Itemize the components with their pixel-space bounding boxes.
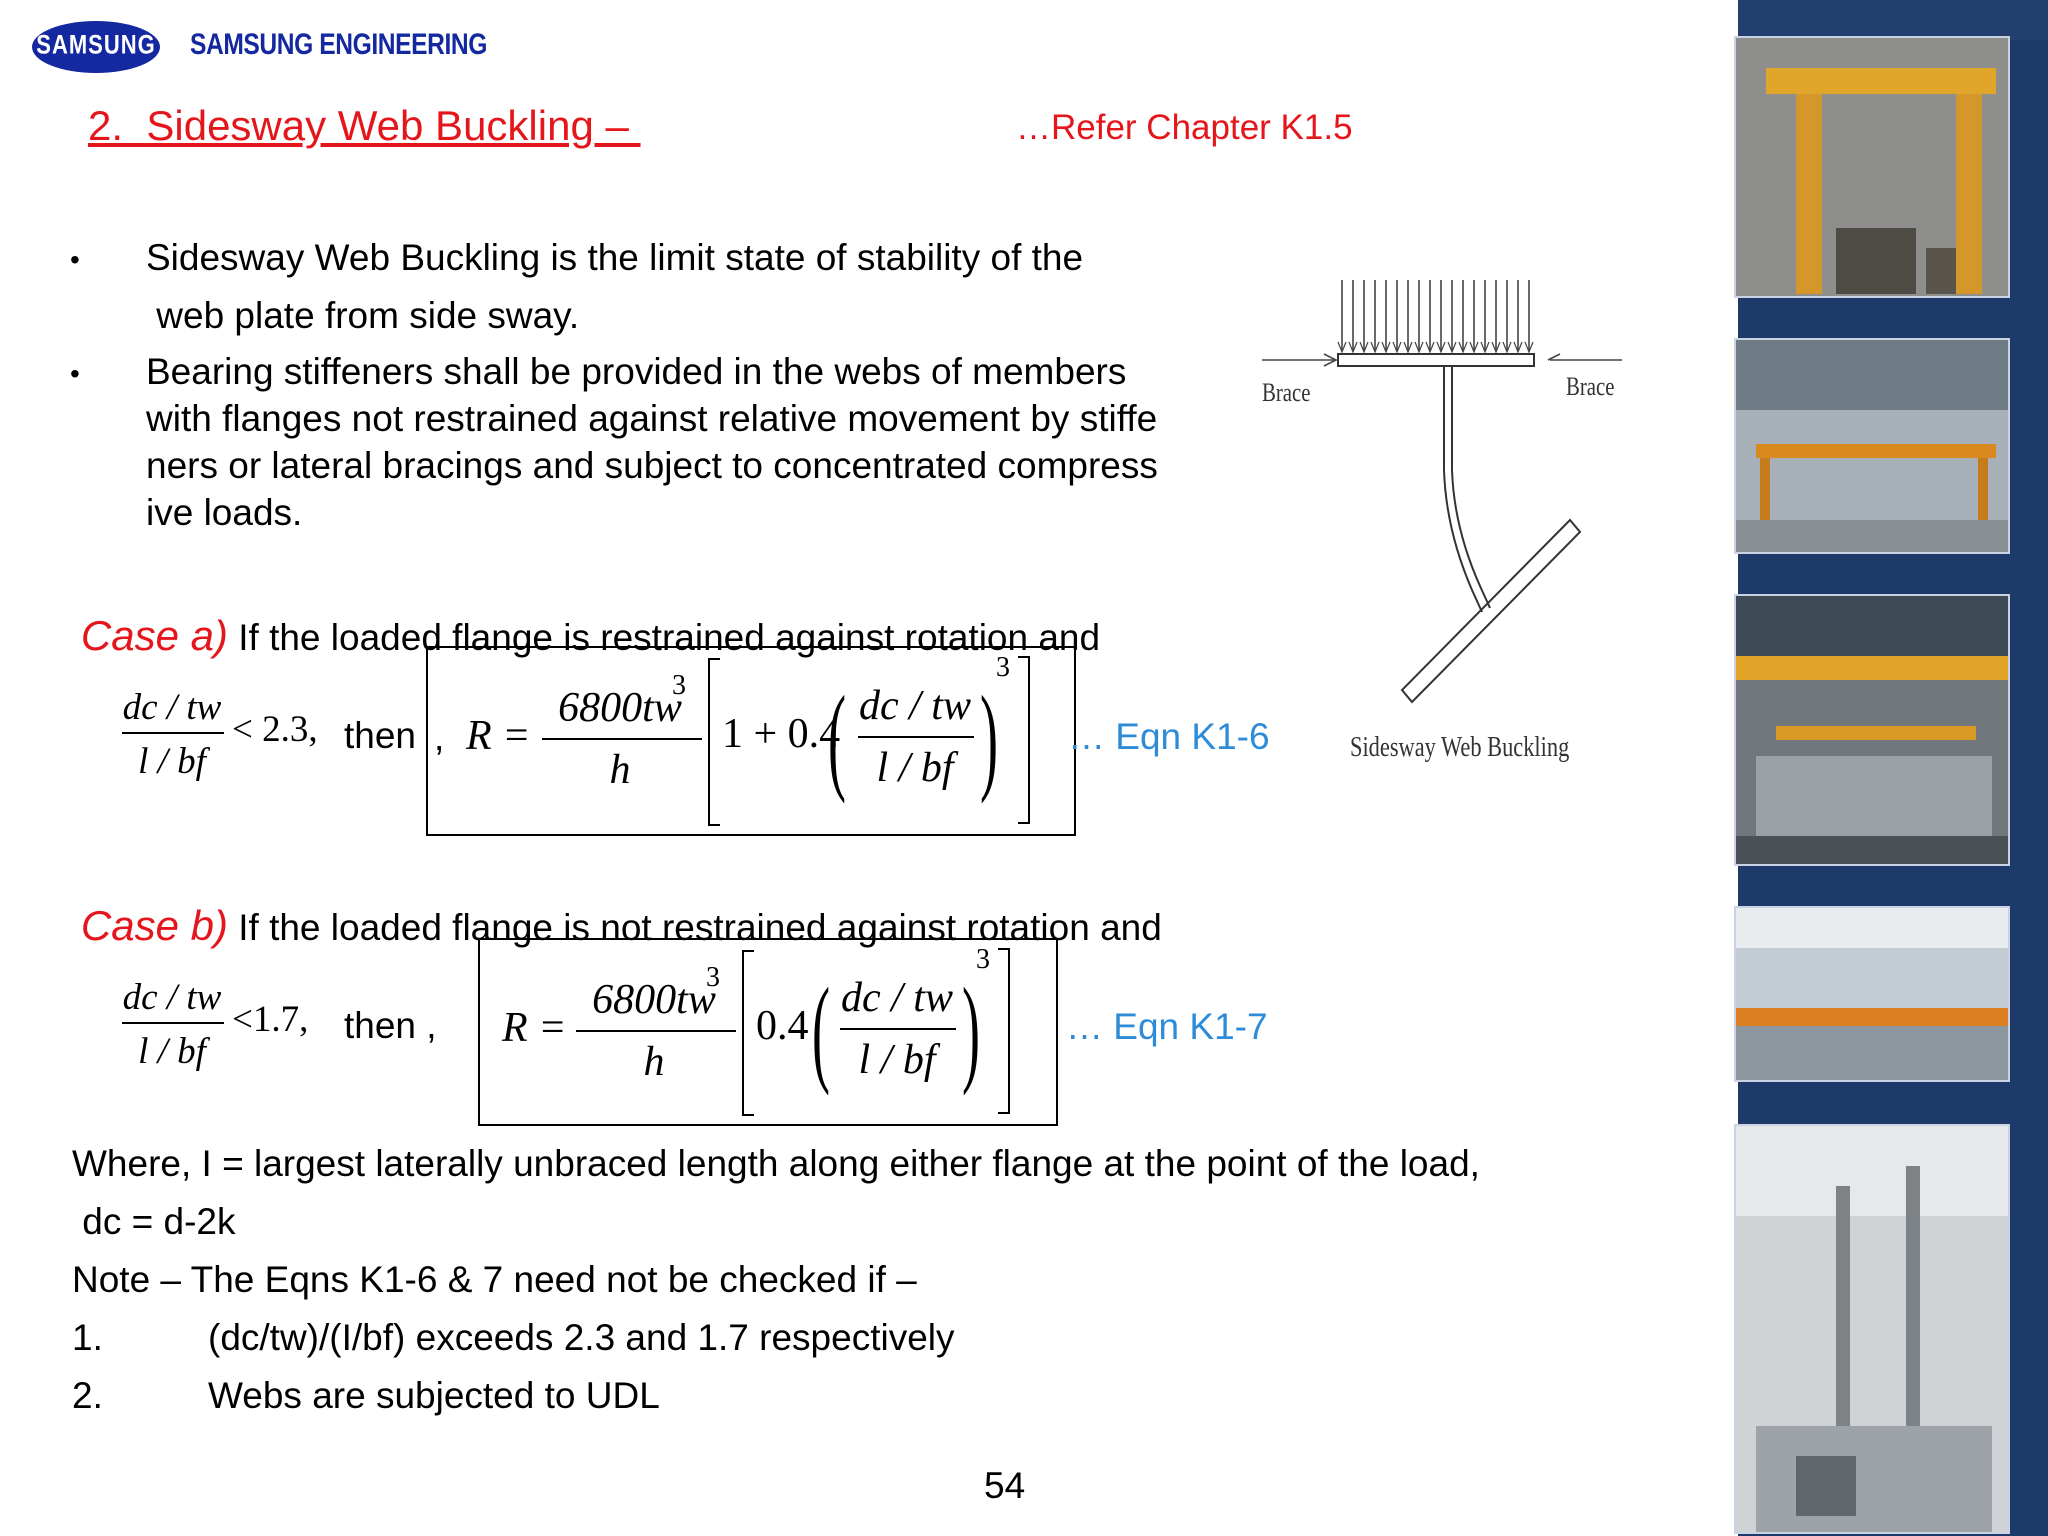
case-a-numerator-exp: 3 <box>672 670 686 701</box>
case-a-text: If the loaded flange is restrained again… <box>227 617 1101 658</box>
case-a-numerator: 6800tw <box>558 685 682 731</box>
brace-left-label: Brace <box>1262 378 1311 407</box>
case-b-label: Case b) <box>80 902 228 949</box>
case-b-numerator-exp: 3 <box>706 962 720 993</box>
company-name: SAMSUNG ENGINEERING <box>190 28 488 61</box>
case-b-main-bar <box>576 1030 736 1032</box>
case-b-inner-num: dc / tw <box>841 975 953 1021</box>
case-a-main-bar <box>542 738 702 740</box>
factory-crane-image-3 <box>1736 908 2008 1080</box>
samsung-logo-ellipse <box>32 21 160 73</box>
case-b-inner-bar <box>840 1028 956 1030</box>
case-a-limit: < 2.3, <box>232 709 318 750</box>
case-b-frac-num: dc / tw <box>122 977 222 1018</box>
case-a-right-paren: ) <box>980 671 998 804</box>
case-a-frac-den: l / bf <box>138 741 206 782</box>
slide-title: 2. Sidesway Web Buckling – <box>88 102 641 149</box>
samsung-logo-text: SAMSUNG <box>36 29 156 60</box>
strip-band-1 <box>1738 0 2048 40</box>
case-b-left-bracket <box>742 950 754 1116</box>
factory-crane-photo-1 <box>1734 338 2010 554</box>
case-a-denominator-h: h <box>609 747 631 793</box>
bullet-dot-2: • <box>70 358 80 389</box>
case-b-outer-exp: 3 <box>976 944 990 975</box>
bullet-2-line-3: ners or lateral bracings and subject to … <box>146 445 1158 486</box>
bullet-1-line-2: web plate from side sway. <box>146 295 580 336</box>
samsung-logo: SAMSUNG <box>30 18 162 76</box>
case-b-frac-den: l / bf <box>138 1031 206 1072</box>
case-b-text: If the loaded flange is not restrained a… <box>227 907 1162 948</box>
case-b-numerator: 6800tw <box>592 977 716 1023</box>
case-b-limit: <1.7, <box>232 999 309 1040</box>
note-item-2-num: 2. <box>72 1375 103 1416</box>
bullet-dot-1: • <box>70 244 80 275</box>
where-line-1: Where, I = largest laterally unbraced le… <box>72 1143 1480 1184</box>
factory-equipment-photo <box>1734 1124 2010 1534</box>
diagram-caption: Sidesway Web Buckling <box>1350 732 1570 763</box>
case-a-inner-num: dc / tw <box>859 683 971 729</box>
sidesway-diagram-drawing <box>1262 280 1622 704</box>
factory-crane-photo-2 <box>1734 594 2010 866</box>
note-line: Note – The Eqns K1-6 & 7 need not be che… <box>72 1259 917 1300</box>
case-a-frac-bar <box>122 732 224 734</box>
case-a-right-bracket <box>1018 656 1030 824</box>
bullet-2-line-4: ive loads. <box>146 492 303 533</box>
factory-equipment-image <box>1736 1126 2008 1532</box>
case-b-equation-box: R = 6800tw 3 h 0.4 ( dc / tw l / bf ) 3 <box>478 938 1058 1126</box>
factory-crane-image-2 <box>1736 596 2008 864</box>
case-b-denominator-h: h <box>643 1039 665 1085</box>
note-item-2-text: Webs are subjected to UDL <box>208 1375 660 1416</box>
case-b-left-paren: ( <box>812 963 830 1096</box>
case-a-inner-bar <box>858 736 974 738</box>
gantry-crane-image <box>1736 38 2008 296</box>
case-a-label: Case a) <box>80 612 228 659</box>
case-a-one-plus: 1 + 0.4 <box>722 711 841 757</box>
sidesway-diagram: Brace Brace Sidesway Web Buckling <box>1250 270 1640 790</box>
case-b-point-four: 0.4 <box>756 1003 809 1049</box>
case-b-right-bracket <box>998 948 1010 1114</box>
bullet-1-line-1: Sidesway Web Buckling is the limit state… <box>146 237 1084 278</box>
note-item-1-num: 1. <box>72 1317 103 1358</box>
case-a-equation-box: , R = 6800tw 3 h 1 + 0.4 ( dc / tw l / b… <box>426 646 1076 836</box>
brace-right-label: Brace <box>1566 372 1615 401</box>
case-a-left-paren: ( <box>828 671 846 804</box>
case-a-r: R = <box>466 713 531 759</box>
case-b-heading: Case b) If the loaded flange is not rest… <box>72 884 1162 950</box>
case-b-r: R = <box>502 1005 567 1051</box>
bullet-2-line-2: with flanges not restrained against rela… <box>146 398 1158 439</box>
case-a-comma: , <box>434 717 445 758</box>
gantry-crane-photo <box>1734 36 2010 298</box>
factory-crane-photo-3 <box>1734 906 2010 1082</box>
case-b-right-paren: ) <box>962 963 980 1096</box>
case-b-eqn-ref: … Eqn K1-7 <box>1066 1006 1268 1047</box>
case-b-then: then , <box>344 1005 437 1046</box>
bullet-2-line-1: Bearing stiffeners shall be provided in … <box>146 351 1127 392</box>
note-item-1-text: (dc/tw)/(I/bf) exceeds 2.3 and 1.7 respe… <box>208 1317 955 1358</box>
case-a-frac-num: dc / tw <box>122 687 222 728</box>
page-number: 54 <box>984 1465 1026 1506</box>
case-a-outer-exp: 3 <box>996 652 1010 683</box>
case-b-frac-bar <box>122 1022 224 1024</box>
chapter-reference: …Refer Chapter K1.5 <box>1016 108 1353 147</box>
load-arrows <box>1341 280 1530 350</box>
case-a-heading: Case a) If the loaded flange is restrain… <box>72 594 1100 660</box>
case-a-left-bracket <box>708 658 720 826</box>
case-a-then: then <box>344 715 417 756</box>
case-a-eqn-ref: … Eqn K1-6 <box>1068 716 1270 757</box>
case-a-inner-den: l / bf <box>876 745 954 791</box>
factory-crane-image-1 <box>1736 340 2008 552</box>
where-line-2: dc = d-2k <box>72 1201 236 1242</box>
case-b-inner-den: l / bf <box>858 1037 936 1083</box>
